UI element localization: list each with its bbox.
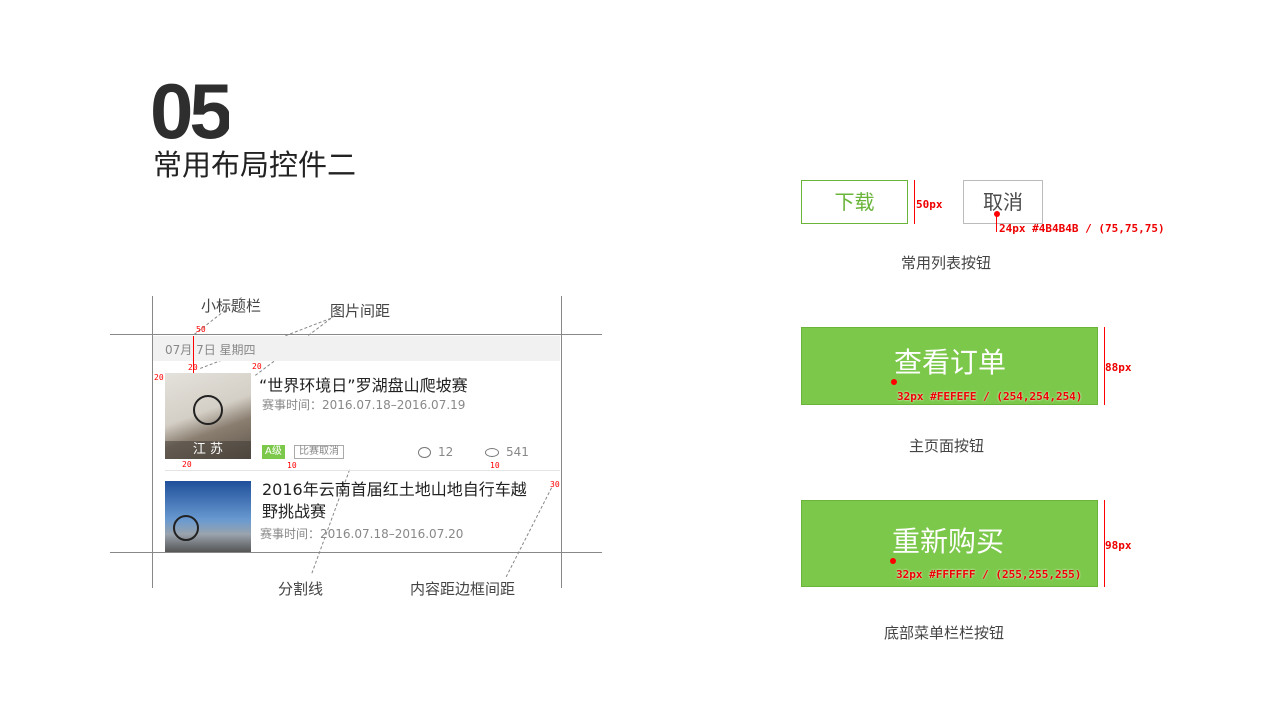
measure-line [1104,500,1105,587]
button-label: 查看订单 [894,346,1007,379]
level-tag: A级 [262,445,285,459]
eye-icon [485,448,499,457]
image-caption: 江 苏 [165,441,251,459]
font-spec: 32px #FFFFFF / (255,255,255) [896,568,1082,581]
bike-icon [193,395,223,425]
height-annotation: 98px [1105,539,1132,552]
title-line: 野挑战赛 [262,502,327,521]
event-image[interactable] [165,481,251,552]
measure-label: 10 [287,461,297,470]
marker-dot [891,379,897,385]
event-title[interactable]: 2016年云南首届红土地山地自行车越 野挑战赛 [262,479,527,523]
measure-label: 10 [490,461,500,470]
date-header-bar: 07月 7日 星期四 [153,336,560,361]
measure-line [1104,327,1105,405]
divider [165,470,560,471]
guide-line-bottom [110,552,602,553]
marker-dot [890,558,896,564]
event-title[interactable]: “世界环境日”罗湖盘山爬坡赛 [259,376,468,395]
measure-label: 20 [182,460,192,469]
measure-line [193,336,194,373]
font-spec: 32px #FEFEFE / (254,254,254) [897,390,1083,403]
event-image[interactable]: 江 苏 [165,373,251,459]
status-tag: 比赛取消 [294,445,344,459]
guide-line-left [152,296,153,588]
comment-icon [418,447,431,458]
date-header-text: 07月 7日 星期四 [165,343,256,357]
measure-line [996,214,997,232]
measure-label: 20 [188,363,198,372]
caption: 底部菜单栏栏按钮 [884,624,1005,642]
page-title: 常用布局控件二 [153,148,361,182]
event-time: 赛事时间：2016.07.18–2016.07.19 [262,398,466,412]
caption: 主页面按钮 [909,437,985,455]
annotation-content-padding: 内容距边框间距 [410,580,516,598]
height-annotation: 88px [1105,361,1132,374]
annotation-image-spacing: 图片间距 [330,302,391,320]
measure-label: 50 [196,325,206,334]
button-label: 重新购买 [892,525,1005,558]
font-spec: 24px #4B4B4B / (75,75,75) [999,222,1165,235]
caption: 常用列表按钮 [901,254,992,272]
rebuy-button[interactable]: 重新购买 [801,500,1098,587]
event-time: 赛事时间：2016.07.18–2016.07.20 [260,527,464,541]
marker-dot [994,211,1000,217]
view-order-button[interactable]: 查看订单 [801,327,1098,405]
section-number: 05 [150,76,229,146]
guide-line-right [561,296,562,588]
measure-label: 30 [550,480,560,489]
guide-line-top [110,334,602,335]
comment-count: 12 [438,445,454,459]
annotation-subtitle-bar: 小标题栏 [201,297,262,315]
view-count: 541 [506,445,529,459]
annotation-divider: 分割线 [278,580,324,598]
bike-icon [173,515,199,541]
measure-line [914,180,915,224]
height-annotation: 50px [916,198,943,211]
download-button[interactable]: 下载 [801,180,908,224]
title-line: 2016年云南首届红土地山地自行车越 [262,480,527,499]
measure-label: 20 [154,373,164,382]
cancel-button[interactable]: 取消 [963,180,1043,224]
measure-label: 20 [252,362,262,371]
